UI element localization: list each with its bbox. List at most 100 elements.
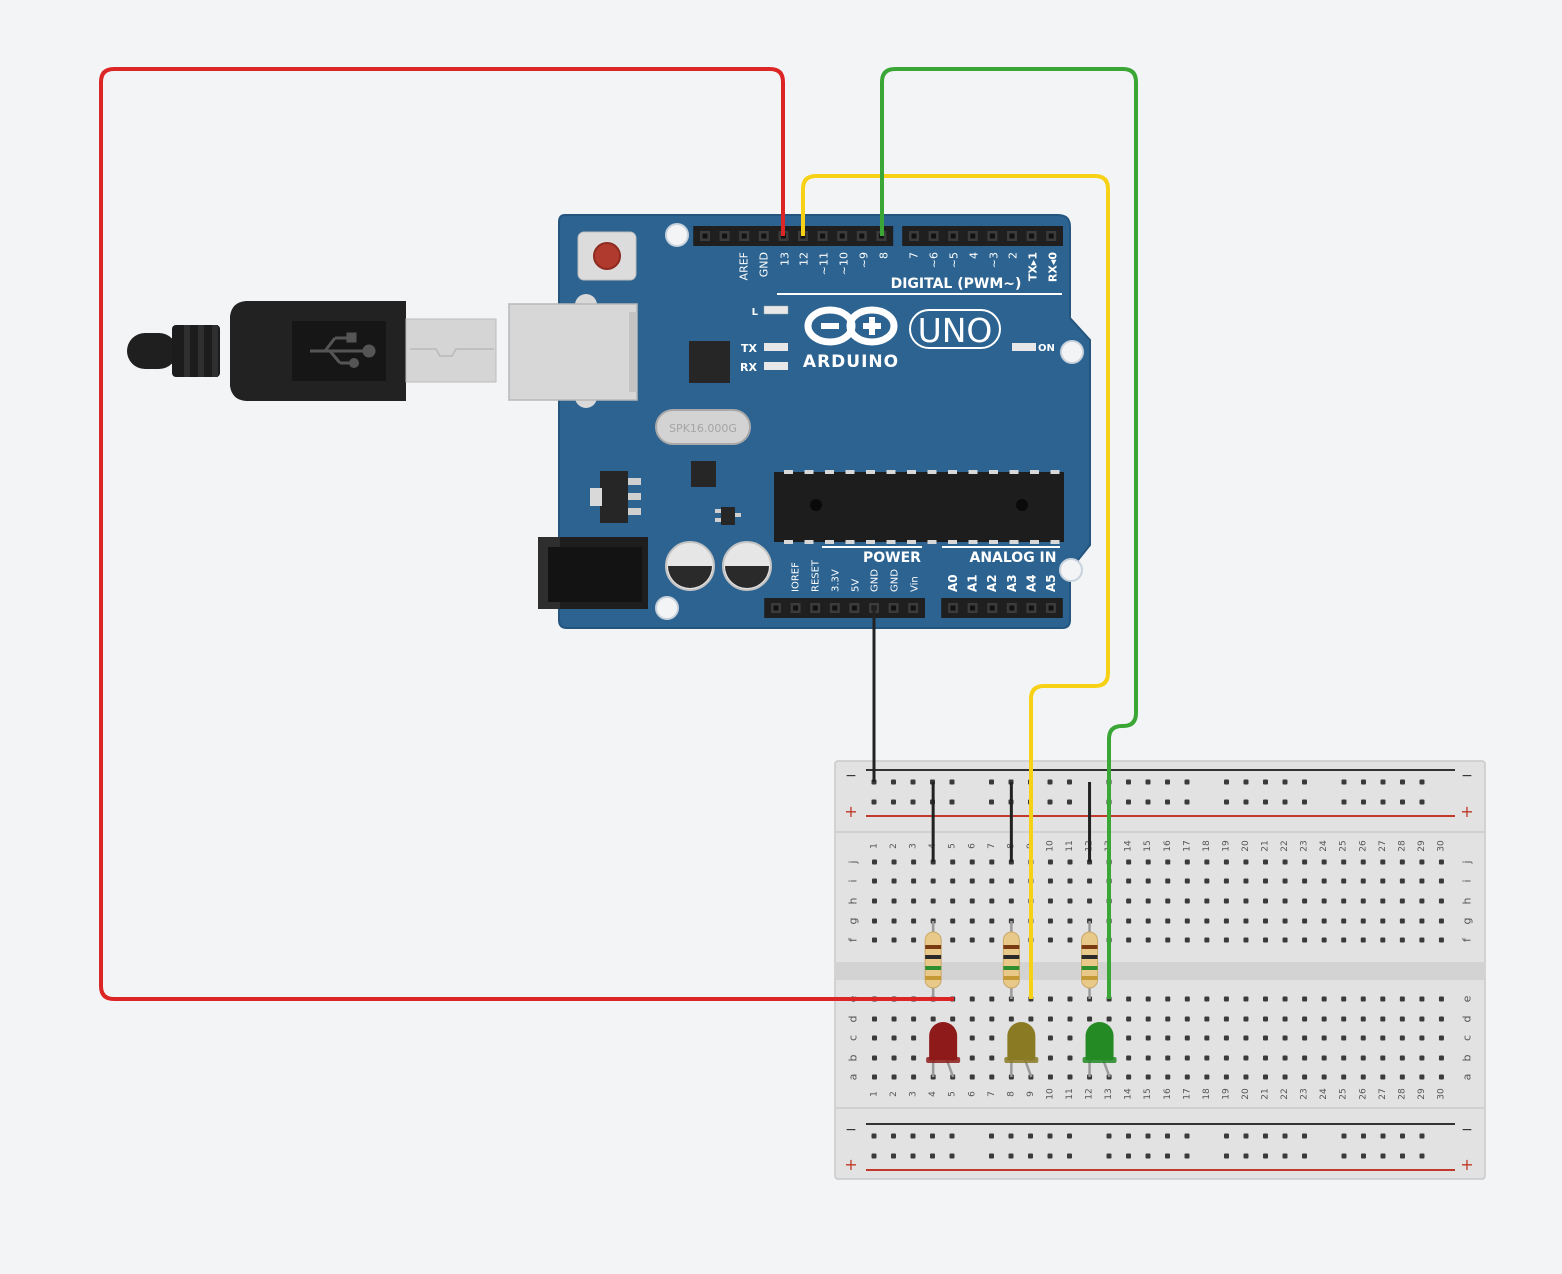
hole-d1[interactable]	[872, 1016, 877, 1022]
rail-hole[interactable]	[1243, 1153, 1249, 1159]
hole-a20[interactable]	[1243, 1074, 1249, 1080]
hole-g23[interactable]	[1302, 918, 1308, 924]
hole-f1[interactable]	[872, 937, 877, 943]
hole-b24[interactable]	[1321, 1055, 1327, 1061]
hole-c11[interactable]	[1067, 1035, 1073, 1041]
hole-d10[interactable]	[1047, 1016, 1053, 1022]
hole-h30[interactable]	[1438, 898, 1444, 904]
hole-e27[interactable]	[1380, 996, 1386, 1002]
rail-hole[interactable]	[1126, 1153, 1131, 1159]
hole-a27[interactable]	[1380, 1074, 1386, 1080]
hole-g18[interactable]	[1204, 918, 1210, 924]
hole-g20[interactable]	[1243, 918, 1249, 924]
rail-hole[interactable]	[949, 1133, 955, 1139]
rail-hole[interactable]	[891, 1153, 896, 1159]
rail-hole[interactable]	[1419, 1153, 1425, 1159]
rail-hole[interactable]	[1302, 799, 1307, 805]
hole-h28[interactable]	[1399, 898, 1405, 904]
hole-j7[interactable]	[989, 859, 995, 865]
rail-hole[interactable]	[1165, 1133, 1170, 1139]
hole-i7[interactable]	[989, 878, 995, 884]
hole-e7[interactable]	[989, 996, 995, 1002]
hole-h22[interactable]	[1282, 898, 1288, 904]
rail-hole[interactable]	[1047, 779, 1053, 785]
rail-hole[interactable]	[989, 1153, 994, 1159]
rail-hole[interactable]	[1184, 799, 1190, 805]
hole-h24[interactable]	[1321, 898, 1327, 904]
rail-hole[interactable]	[1263, 1153, 1268, 1159]
hole-b21[interactable]	[1263, 1055, 1268, 1061]
hole-c17[interactable]	[1184, 1035, 1190, 1041]
hole-f18[interactable]	[1204, 937, 1210, 943]
rail-hole[interactable]	[1380, 1133, 1386, 1139]
rail-hole[interactable]	[1028, 1153, 1033, 1159]
rail-hole[interactable]	[1341, 1133, 1347, 1139]
hole-b30[interactable]	[1438, 1055, 1444, 1061]
rail-hole[interactable]	[1400, 799, 1405, 805]
rail-hole[interactable]	[1224, 1153, 1229, 1159]
rail-hole[interactable]	[1106, 1133, 1112, 1139]
hole-c6[interactable]	[969, 1035, 975, 1041]
hole-f28[interactable]	[1399, 937, 1405, 943]
hole-d11[interactable]	[1067, 1016, 1073, 1022]
hole-f10[interactable]	[1047, 937, 1053, 943]
hole-c25[interactable]	[1341, 1035, 1347, 1041]
hole-h23[interactable]	[1302, 898, 1308, 904]
hole-j11[interactable]	[1067, 859, 1073, 865]
hole-b6[interactable]	[969, 1055, 975, 1061]
rail-hole[interactable]	[949, 779, 955, 785]
hole-f25[interactable]	[1341, 937, 1347, 943]
hole-a29[interactable]	[1419, 1074, 1425, 1080]
hole-b10[interactable]	[1047, 1055, 1053, 1061]
hole-b29[interactable]	[1419, 1055, 1425, 1061]
hole-j28[interactable]	[1399, 859, 1405, 865]
hole-d9[interactable]	[1028, 1016, 1034, 1022]
hole-c3[interactable]	[911, 1035, 917, 1041]
hole-i20[interactable]	[1243, 878, 1249, 884]
rail-hole[interactable]	[1361, 1153, 1366, 1159]
hole-e22[interactable]	[1282, 996, 1288, 1002]
hole-c27[interactable]	[1380, 1035, 1386, 1041]
rail-hole[interactable]	[1224, 779, 1229, 785]
hole-i17[interactable]	[1184, 878, 1190, 884]
hole-b27[interactable]	[1380, 1055, 1386, 1061]
hole-f3[interactable]	[911, 937, 917, 943]
hole-h6[interactable]	[969, 898, 975, 904]
hole-a21[interactable]	[1263, 1074, 1268, 1080]
rail-hole[interactable]	[871, 1133, 877, 1139]
hole-b19[interactable]	[1223, 1055, 1229, 1061]
rail-hole[interactable]	[1067, 1133, 1072, 1139]
hole-g14[interactable]	[1126, 918, 1132, 924]
hole-c29[interactable]	[1419, 1035, 1425, 1041]
hole-i24[interactable]	[1321, 878, 1327, 884]
hole-g29[interactable]	[1419, 918, 1425, 924]
rail-hole[interactable]	[891, 779, 896, 785]
hole-i27[interactable]	[1380, 878, 1386, 884]
hole-b15[interactable]	[1145, 1055, 1151, 1061]
rail-hole[interactable]	[1145, 779, 1151, 785]
arduino-uno-board[interactable]: SPK16.000G AR	[508, 214, 1091, 629]
hole-i4[interactable]	[930, 878, 936, 884]
hole-i28[interactable]	[1399, 878, 1405, 884]
hole-f16[interactable]	[1165, 937, 1171, 943]
hole-i8[interactable]	[1008, 878, 1014, 884]
hole-i26[interactable]	[1360, 878, 1366, 884]
hole-e11[interactable]	[1067, 996, 1073, 1002]
hole-a6[interactable]	[969, 1074, 975, 1080]
rail-hole[interactable]	[1165, 799, 1170, 805]
hole-c30[interactable]	[1438, 1035, 1444, 1041]
rail-hole[interactable]	[1028, 1133, 1033, 1139]
hole-g7[interactable]	[989, 918, 995, 924]
hole-j6[interactable]	[969, 859, 975, 865]
hole-c14[interactable]	[1126, 1035, 1132, 1041]
hole-j14[interactable]	[1126, 859, 1132, 865]
rail-hole[interactable]	[1145, 1153, 1151, 1159]
hole-h25[interactable]	[1341, 898, 1347, 904]
hole-a23[interactable]	[1302, 1074, 1308, 1080]
hole-j24[interactable]	[1321, 859, 1327, 865]
hole-e30[interactable]	[1438, 996, 1444, 1002]
hole-d18[interactable]	[1204, 1016, 1210, 1022]
hole-c23[interactable]	[1302, 1035, 1308, 1041]
hole-j21[interactable]	[1263, 859, 1268, 865]
rail-hole[interactable]	[1126, 779, 1131, 785]
